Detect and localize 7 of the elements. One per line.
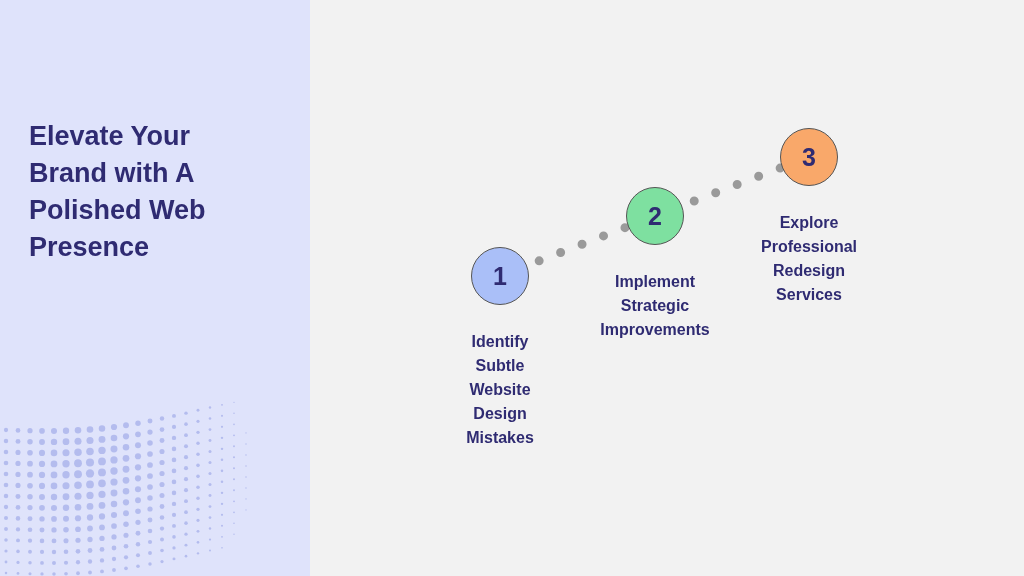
- step-label: Implement Strategic Improvements: [599, 272, 711, 340]
- step-number: 2: [648, 201, 662, 231]
- step-label: Explore Professional Redesign Services: [760, 213, 858, 305]
- step-number: 1: [493, 261, 507, 291]
- step-number: 3: [802, 142, 816, 172]
- title: Elevate Your Brand with A Polished Web Presence: [29, 120, 207, 264]
- step-label: Identify Subtle Website Design Mistakes: [465, 332, 535, 448]
